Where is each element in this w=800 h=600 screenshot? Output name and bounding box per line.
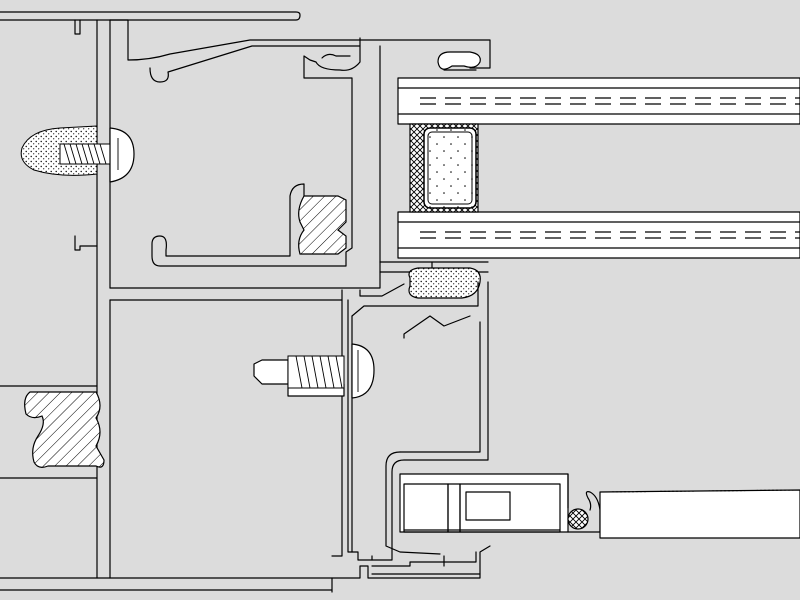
sash-fixing-screw [253,343,375,399]
bottom-seal [359,261,481,299]
glazing-gasket [437,51,481,71]
thermal-break-insert-upper [298,195,347,255]
round-seal [567,473,601,533]
fixing-screw [59,127,135,183]
adjacent-panel [599,489,800,539]
lower-frame-profile [331,281,491,579]
insulated-glass-unit [397,77,800,259]
drive-mechanism [399,473,569,533]
outer-frame-profile [0,11,381,593]
thermal-break-insert-lower [24,391,105,468]
glass-spacer [409,123,479,213]
